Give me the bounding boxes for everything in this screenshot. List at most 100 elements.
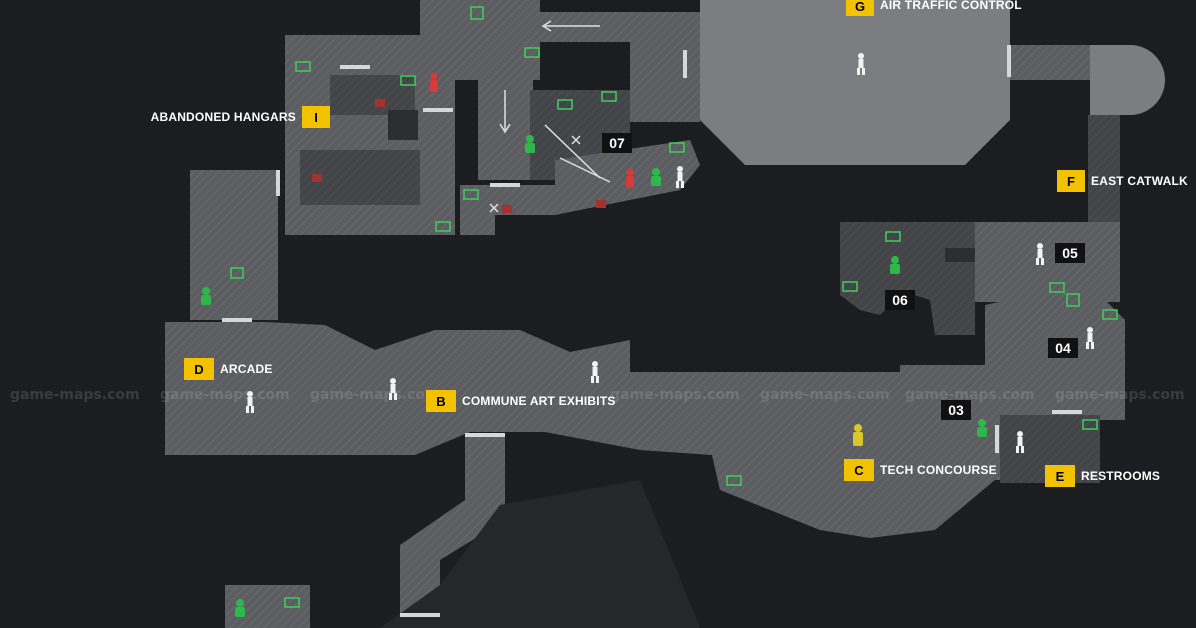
ammo-crate-icon xyxy=(295,61,311,72)
ammo-crate-icon xyxy=(1066,293,1080,307)
watermark-text: game-maps.com xyxy=(1055,387,1185,403)
numbered-marker-06[interactable]: 06 xyxy=(885,290,915,310)
enemy-icon xyxy=(853,424,863,446)
area-badge-letter: B xyxy=(436,394,445,409)
survivor-icon xyxy=(246,391,254,413)
survivor-icon xyxy=(389,378,397,400)
marker-number: 06 xyxy=(892,292,908,308)
door-icon xyxy=(340,65,370,69)
door-icon xyxy=(995,425,999,453)
door-icon xyxy=(400,613,440,617)
ammo-crate-icon xyxy=(524,47,540,58)
hazard-icon xyxy=(502,205,512,213)
main-concourse xyxy=(165,290,1125,538)
ammo-crate-icon xyxy=(842,281,858,292)
watermark-text: game-maps.com xyxy=(310,387,440,403)
ammo-crate-icon xyxy=(284,597,300,608)
area-label-d[interactable]: D ARCADE xyxy=(184,358,273,380)
watermark-text: game-maps.com xyxy=(760,387,890,403)
door-icon xyxy=(490,183,520,187)
marker-number: 05 xyxy=(1062,245,1078,261)
enemy-icon xyxy=(525,135,535,153)
room-05 xyxy=(975,222,1120,302)
enemy-icon xyxy=(235,599,245,617)
ammo-crate-icon xyxy=(463,189,479,200)
marker-box xyxy=(885,290,915,310)
area-badge-letter: D xyxy=(194,362,203,377)
area-badge xyxy=(426,390,456,412)
ammo-crate-icon xyxy=(557,99,573,110)
area-badge xyxy=(844,459,874,481)
door-icon xyxy=(683,50,687,78)
ammo-crate-icon xyxy=(1102,309,1118,320)
watermark-text: game-maps.com xyxy=(905,387,1035,403)
enemy-icon xyxy=(430,72,438,92)
survivor-icon xyxy=(857,53,865,75)
watermark-text: game-maps.com xyxy=(610,387,740,403)
enemy-icon xyxy=(626,168,634,188)
east-catwalk xyxy=(1088,115,1120,225)
area-label-e[interactable]: E RESTROOMS xyxy=(1045,465,1160,487)
area-badge xyxy=(1045,465,1075,487)
survivor-icon xyxy=(591,361,599,383)
area-badge-letter: F xyxy=(1067,174,1075,189)
area-name: RESTROOMS xyxy=(1081,469,1160,483)
area-name: EAST CATWALK xyxy=(1091,174,1188,188)
numbered-marker-07[interactable]: 07 xyxy=(602,133,632,153)
area-name: ARCADE xyxy=(220,362,273,376)
marker-box xyxy=(1048,338,1078,358)
marker-box xyxy=(941,400,971,420)
hangar-top-strip xyxy=(285,35,425,70)
ammo-crate-icon xyxy=(1049,282,1065,293)
south-basin xyxy=(380,480,700,628)
enemy-icon xyxy=(890,256,900,274)
enemy-icon xyxy=(977,419,987,437)
survivor-icon xyxy=(676,166,684,188)
hangar-inner-1 xyxy=(330,75,415,115)
area-name: TECH CONCOURSE xyxy=(880,463,997,477)
marker-box xyxy=(1055,243,1085,263)
enemy-icon xyxy=(201,287,211,305)
atc-east-bridge xyxy=(1010,45,1095,80)
area-badge xyxy=(1057,170,1085,192)
numbered-marker-03[interactable]: 03 xyxy=(941,400,971,420)
watermark-text: game-maps.com xyxy=(10,387,140,403)
numbered-marker-05[interactable]: 05 xyxy=(1055,243,1085,263)
ammo-crate-icon xyxy=(669,142,685,153)
survivor-icon xyxy=(1086,327,1094,349)
area-label-c[interactable]: C TECH CONCOURSE xyxy=(844,459,997,481)
ammo-crate-icon xyxy=(230,267,244,279)
ammo-crate-icon xyxy=(1082,419,1098,430)
doors xyxy=(222,45,1082,617)
marker-number: 04 xyxy=(1055,340,1071,356)
area-label-g[interactable]: G AIR TRAFFIC CONTROL xyxy=(846,0,1022,16)
marker-number: 07 xyxy=(609,135,625,151)
area-label-i[interactable]: ABANDONED HANGARS I xyxy=(151,106,330,128)
air-traffic-control-room xyxy=(700,0,1010,165)
arrow-icon xyxy=(541,20,600,32)
watermark-text: game-maps.com xyxy=(160,387,290,403)
hazard-icon xyxy=(596,200,606,208)
marker-number: 03 xyxy=(948,402,964,418)
numbered-marker-04[interactable]: 04 xyxy=(1048,338,1078,358)
area-badge xyxy=(302,106,330,128)
arrow-icon xyxy=(544,124,601,179)
area-name: AIR TRAFFIC CONTROL xyxy=(880,0,1022,12)
south-ramp xyxy=(400,435,505,628)
hazard-icon xyxy=(312,174,322,182)
ammo-crate-icon xyxy=(601,91,617,102)
area-badge xyxy=(184,358,214,380)
door-icon xyxy=(423,108,453,112)
area-badge xyxy=(846,0,874,16)
ammo-crate-icon xyxy=(400,75,416,86)
door-icon xyxy=(1007,45,1011,77)
area-badge-letter: I xyxy=(314,110,318,125)
enemy-icon xyxy=(651,168,661,186)
area-label-f[interactable]: F EAST CATWALK xyxy=(1057,170,1188,192)
marker-box xyxy=(602,133,632,153)
close-icon xyxy=(489,203,499,213)
area-badge-letter: G xyxy=(855,0,865,14)
area-label-b[interactable]: B COMMUNE ART EXHIBITS xyxy=(426,390,616,412)
